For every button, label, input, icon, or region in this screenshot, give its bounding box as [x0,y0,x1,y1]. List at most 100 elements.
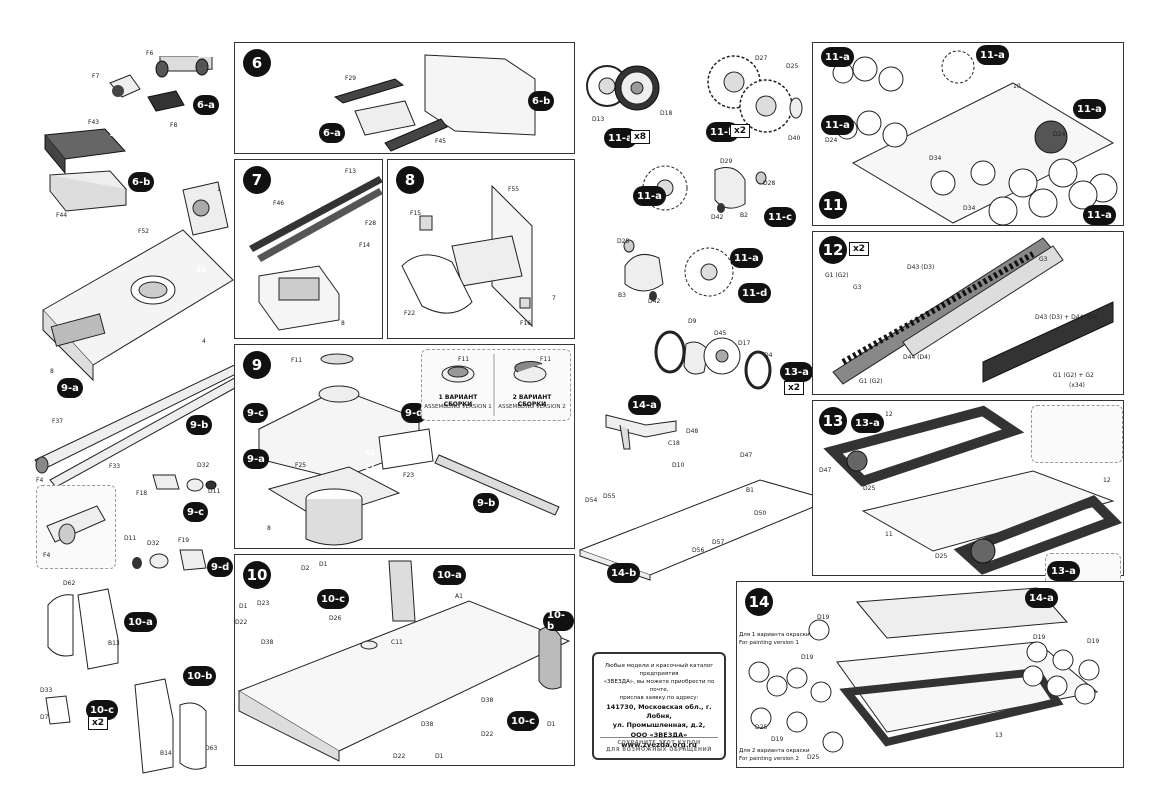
part-label: D63 [205,745,218,752]
step-number: 13 [819,407,847,435]
part-label: G1 (G2) [859,378,883,385]
glue-star-icon: 27 [365,463,375,471]
part-label: F6 [146,50,154,57]
part-label: C11 [391,639,403,646]
catalog-footer: СОХРАНИТЕ ЭТОТ КУПОН ДЛЯ ВОЗМОЖНЫХ ОБРАЩ… [600,736,718,755]
part-label: D38 [261,639,274,646]
tools-rack-drawing [249,176,383,331]
part-label: D44 (D4) [903,354,931,361]
glue-star-icon: 42 [365,449,375,457]
suspension-drawing [832,50,1118,226]
part-label: B14 [160,750,172,757]
part-label: D47 [819,467,832,474]
substep-badge: 6-a [319,123,345,143]
assembly-variants-inset: F11 F11 1 ВАРИАНТ СБОРКИ ASSEMBLING VERS… [421,349,571,421]
part-label: 8 [341,320,345,327]
part-label: 8 [50,368,54,375]
part-label: D1 [547,721,556,728]
exhaust-part-drawing [109,56,214,112]
part-label: 7 [552,295,556,302]
part-label: (x34) [1069,382,1085,389]
step-11-panel: 11 11-a 11-a 11-a 11-a 11-a 10 D24 D24 D… [812,42,1124,226]
part-label: F18 [136,490,148,497]
part-label: F14 [359,242,371,249]
glue-star-icon: 4 [110,131,115,139]
part-label: D25 [786,63,799,70]
fender-parts-drawing [45,695,71,725]
part-label: D10 [672,462,685,469]
part-label: D24 [1053,131,1066,138]
substep-badge: 11-a [1073,99,1106,119]
bracket-drawing [605,414,677,450]
catalog-footer-line: ДЛЯ ВОЗМОЖНЫХ ОБРАЩЕНИЙ [606,746,712,753]
substep-badge: 9-d [401,403,428,423]
part-label: 12 [885,411,893,418]
part-label: D19 [1087,638,1100,645]
painting-version-2-en: For painting version 2 [739,756,800,762]
rear-hull-drawing [401,184,533,328]
part-label: F22 [404,310,416,317]
part-label: F45 [435,138,447,145]
substep-badge: 11-a [730,248,763,268]
substep-badge: 11-a [1083,205,1116,225]
multiplier-box: x2 [88,716,109,730]
part-label: C18 [668,440,680,447]
part-label: D38 [481,697,494,704]
multiplier-box: x2 [730,124,751,138]
part-label: D1 [239,603,248,610]
substep-badge: 13-a [780,362,813,382]
part-label: F43 [88,119,100,126]
fender-parts-drawing [134,678,207,774]
part-label: D40 [788,135,801,142]
substep-badge: 6-b [128,172,155,192]
part-label: G1 (G2) [825,272,849,279]
substep-badge: 9-a [243,449,269,469]
substep-badge: 11-a [633,186,666,206]
part-label: D2 [301,565,310,572]
part-label: D22 [393,753,406,760]
variant-1-title: 1 ВАРИАНТ СБОРКИ [438,394,478,408]
road-wheel-drawing [586,65,660,111]
part-label: D38 [421,721,434,728]
part-label: D4 [764,352,773,359]
step-6-panel: 6 F29 F45 8 20 6-a 6-b [234,42,575,154]
part-label: B13 [108,640,120,647]
part-label: D11 [208,488,221,495]
step-number: 14 [745,588,773,616]
part-label: D62 [63,580,76,587]
part-label: F11 [291,357,303,364]
part-label: F25 [295,462,307,469]
catalog-text: прислав заявку по адресу: [619,695,699,702]
substep-badge: 13-a [851,413,884,433]
idler-wheel-drawing [654,330,772,390]
step-number: 10 [243,561,271,589]
part-label: D7 [40,714,49,721]
part-label: G3 [853,284,862,291]
substep-badge: 11-a [976,45,1009,65]
part-label: D42 [711,214,724,221]
variant-2-title: 2 ВАРИАНТ СБОРКИ [512,394,552,408]
glue-star-icon: 7 [130,113,135,121]
part-label: F15 [410,210,422,217]
part-label: D45 [714,330,727,337]
final-hull-drawing [748,587,1100,753]
part-label: D28 [617,238,630,245]
substep-badge: 10-b [543,610,574,632]
part-label: D28 [763,180,776,187]
part-label: D55 [603,493,616,500]
part-label: F23 [403,472,415,479]
part-label: D34 [929,155,942,162]
substep-badge: 11-a [604,128,637,148]
step-7-panel: 7 F13 F46 F28 F14 4 7 20 8 [234,159,383,339]
track-links-drawing [832,237,1114,385]
substep-badge: 9-c [243,403,269,423]
painting-version-2-ru: Для 2 варианта окраски [739,748,810,754]
substep-badge: 9-d [207,557,234,577]
part-label: B2 [740,212,748,219]
part-label: D50 [754,510,767,517]
part-label: F7 [92,73,100,80]
step-10-panel: 10 D2 D1 D23 D1 D26 D22 D38 C11 A1 D38 D… [234,554,575,766]
substep-badge: 14-b [607,563,641,583]
part-label: D1 [319,561,328,568]
substep-badge: 11-d [738,283,772,303]
